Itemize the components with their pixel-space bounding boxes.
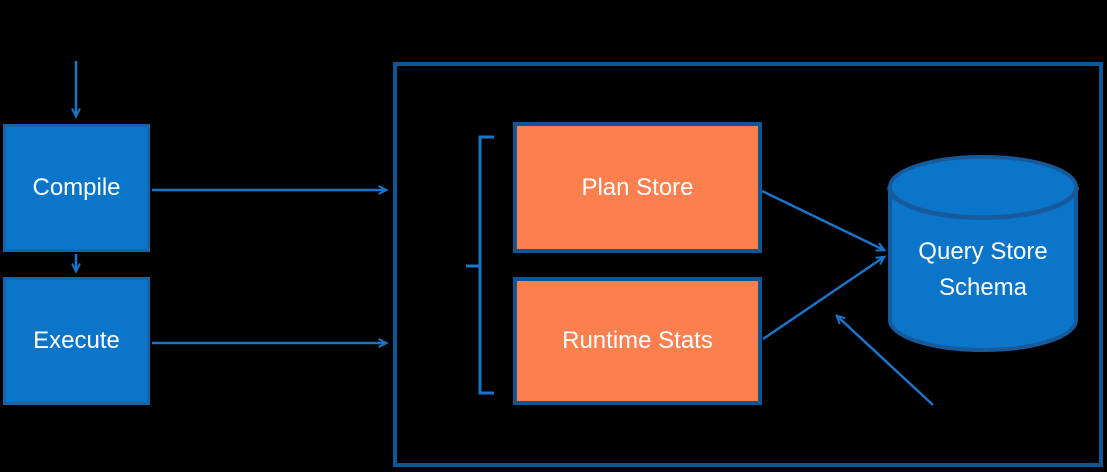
async-write-arrow — [834, 314, 934, 406]
plan-store-label: Plan Store — [581, 173, 694, 201]
execute-label: Execute — [33, 327, 120, 355]
query-store-container-box — [393, 62, 1103, 467]
compile-label: Compile — [32, 174, 121, 202]
compile-node: Compile — [3, 124, 150, 252]
runtime-stats-label: Runtime Stats — [562, 327, 713, 355]
group-bracket — [466, 135, 494, 395]
plan-store-to-schema-arrow — [761, 189, 887, 252]
plan-store-node: Plan Store — [513, 122, 762, 253]
runtime-stats-node: Runtime Stats — [513, 277, 762, 405]
query-store-schema-label: Query Store Schema — [918, 238, 1048, 301]
database-cylinder-icon — [887, 155, 1079, 352]
execute-node: Execute — [3, 277, 150, 405]
runtime-stats-to-schema-arrow — [762, 255, 887, 341]
